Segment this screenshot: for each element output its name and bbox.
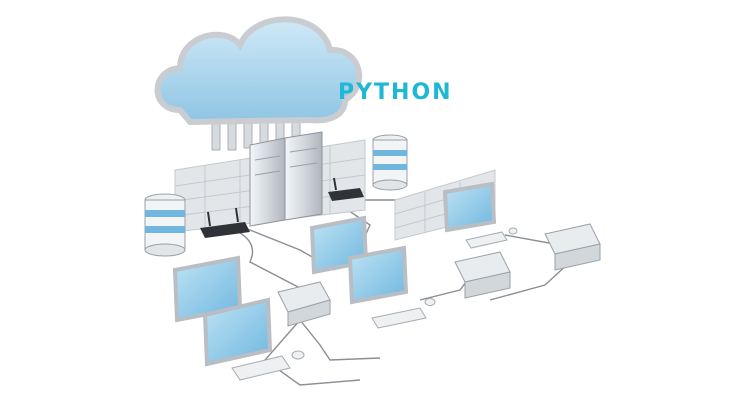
- database-icon: [144, 193, 186, 257]
- printer-icon: [277, 281, 331, 327]
- mouse-icon: [291, 227, 518, 360]
- database-icon: [372, 134, 408, 191]
- router-icon: [200, 177, 364, 238]
- server-rack-icon: [249, 131, 323, 227]
- cloud-icon: [154, 16, 363, 126]
- printer-icon: [454, 251, 511, 299]
- keyboard-icon: [231, 231, 508, 381]
- computer-monitor-icon: [347, 245, 409, 305]
- headline-text: PYTHON: [338, 80, 453, 105]
- computer-monitor-icon: [442, 181, 497, 233]
- printer-icon: [544, 223, 601, 271]
- computer-monitor-icon: [202, 297, 273, 367]
